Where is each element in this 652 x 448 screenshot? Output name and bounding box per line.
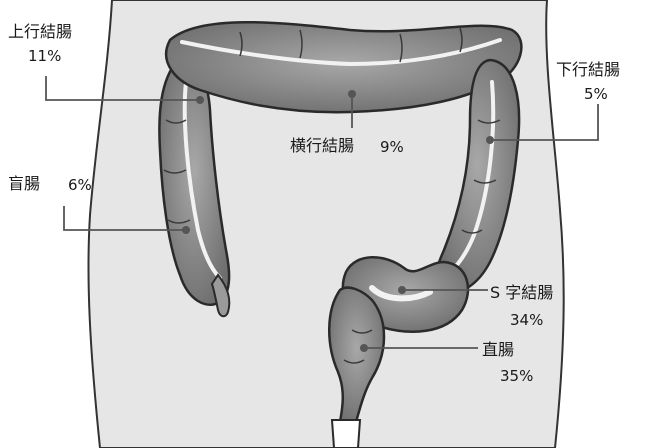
label-rectum-percent: 35%	[500, 366, 533, 386]
marker-descending	[486, 136, 494, 144]
label-descending-colon-percent: 5%	[584, 84, 608, 104]
marker-transverse	[348, 90, 356, 98]
label-sigmoid-colon: S 字結腸	[490, 283, 553, 303]
label-transverse-colon: 横行結腸	[290, 136, 354, 156]
marker-ascending	[196, 96, 204, 104]
label-ascending-colon-percent: 11%	[28, 46, 61, 66]
label-sigmoid-colon-percent: 34%	[510, 310, 543, 330]
label-ascending-colon: 上行結腸	[8, 22, 72, 42]
label-rectum: 直腸	[482, 340, 514, 360]
label-transverse-colon-percent: 9%	[380, 137, 404, 157]
label-cecum-percent: 6%	[68, 175, 92, 195]
anal-canal	[332, 420, 360, 448]
marker-cecum	[182, 226, 190, 234]
marker-rectum	[360, 344, 368, 352]
marker-sigmoid	[398, 286, 406, 294]
label-cecum: 盲腸	[8, 174, 40, 194]
label-descending-colon: 下行結腸	[556, 60, 620, 80]
